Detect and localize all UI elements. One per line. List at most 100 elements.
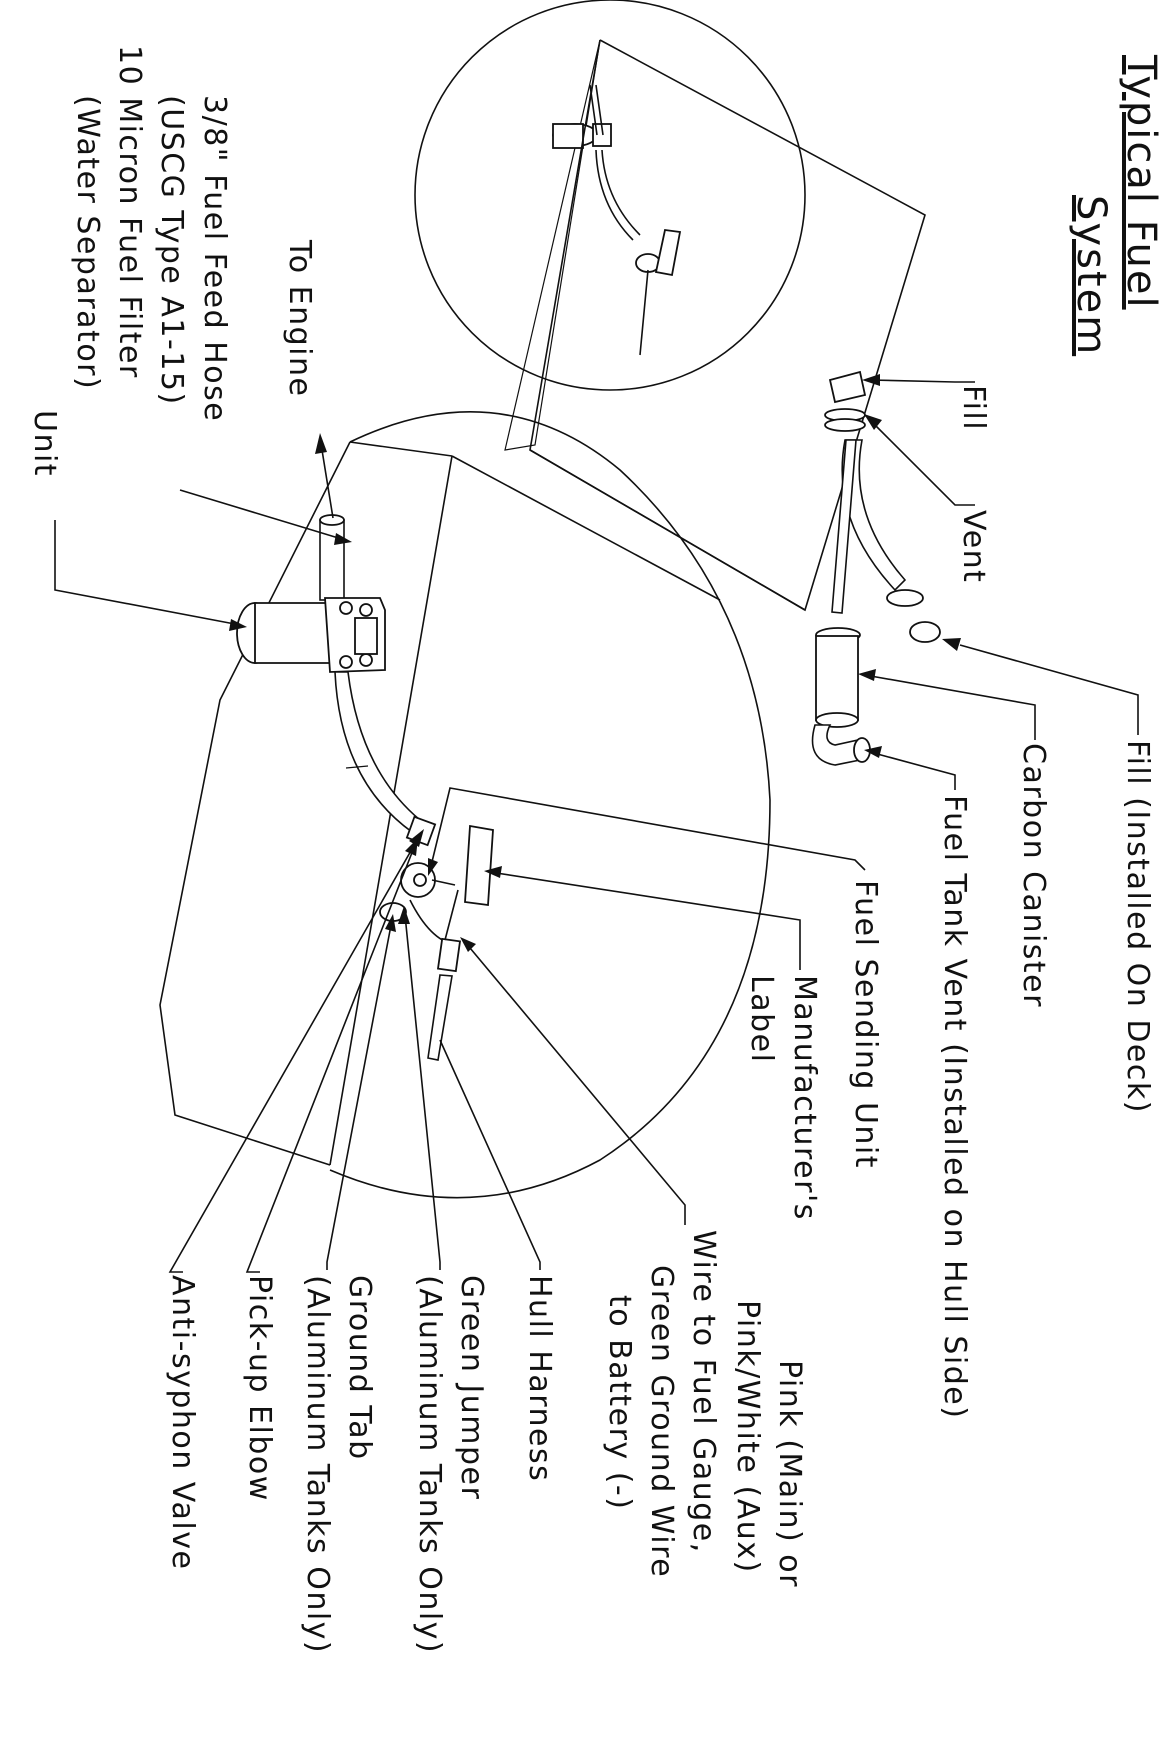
filter-bolt-2 [359,603,373,617]
label-carbon-canister: Carbon Canister [1016,743,1051,1008]
detail-tank-edge [504,39,601,451]
detail-filter-body [552,123,584,149]
arrow-fuel-tank-vent [864,746,882,758]
label-manufacturers-line-2: Label [744,975,779,1063]
label-hull-harness: Hull Harness [522,1275,557,1482]
upper-tank-outline [529,39,926,612]
label-wire-to-fuel-gauge: Wire to Fuel Gauge, [686,1230,721,1554]
sending-unit-wire [444,889,459,941]
main-tank-view [159,411,771,1199]
fuel-tank-vent-elbow [811,724,861,766]
vent-fitting-deck [909,621,941,643]
leader-fuel-tank-vent [869,751,956,790]
fill-hose [831,439,857,614]
leader-fuel-sending-unit [429,787,866,871]
detail-circle-outline [414,0,806,391]
filter-bolt-1 [339,601,353,615]
carbon-canister [815,635,859,721]
manufacturers-label-plate [464,824,494,907]
label-anti-syphon-valve: Anti-syphon Valve [165,1275,200,1570]
arrow-vent [864,414,882,430]
leader-anti-syphon-valve [168,834,421,1273]
fuel-feed-hose-top [319,519,345,601]
fill-clamp-2 [824,418,866,432]
leader-fill-top [869,379,975,383]
label-micron-filter: 10 Micron Fuel Filter [112,45,147,379]
harness-connector [436,937,462,973]
label-fill-top: Fill [956,385,991,431]
filter-bolt-3 [339,655,353,669]
main-view-circle-arc [329,411,771,1199]
leader-to-engine [321,449,334,519]
label-to-battery: to Battery (-) [602,1295,637,1510]
label-pink-main: Pink (Main) or [772,1360,807,1588]
leader-fuel-feed-hose [179,489,346,541]
detail-view-circle [414,0,806,451]
detail-hose-lower [595,149,641,241]
label-fuel-sending-unit: Fuel Sending Unit [848,880,883,1169]
arrow-manufacturers-label [484,866,502,878]
green-jumper-wire [409,899,456,946]
title-line-1: Typical Fuel [1118,54,1164,310]
canister-bottom [815,712,859,728]
label-green-ground-wire: Green Ground Wire [644,1265,679,1578]
filter-outlet-port [354,617,378,655]
leader-manufacturers-label [489,871,801,970]
label-aluminum-tanks-only-2: (Aluminum Tanks Only) [300,1275,335,1654]
fuel-feed-hose-lower [334,671,422,834]
leader-lines [54,374,1139,1273]
leader-pickup-elbow [245,844,416,1273]
fill-neck-cap [828,370,867,404]
label-pickup-elbow: Pick-up Elbow [242,1275,277,1502]
label-fill-deck: Fill (Installed On Deck) [1120,740,1155,1114]
fuel-filter-assembly [236,514,437,847]
arrow-to-engine [315,433,327,454]
label-green-jumper: Green Jumper [454,1275,489,1500]
arrow-micron-filter [229,619,247,631]
callout-labels: Fill Vent Fill (Installed On Deck) Carbo… [27,45,1155,1654]
leader-carbon-canister [864,674,1036,740]
label-pink-white-aux: Pink/White (Aux) [730,1300,765,1574]
arrow-fill-top [862,374,880,386]
leader-micron-filter [54,520,241,626]
label-unit: Unit [27,410,62,477]
sending-unit-stem [431,879,456,886]
arrow-green-jumper [398,906,410,924]
arrow-fill-deck [942,638,961,651]
arrow-wire-to-fuel-gauge [460,937,476,952]
leader-fill-deck [959,644,1139,735]
leader-vent [869,419,975,506]
detail-harness [639,269,649,356]
label-to-engine: To Engine [282,239,317,397]
upper-tank-bottom-edge [529,449,806,611]
fuel-filter-bowl [254,602,331,664]
main-tank-top-edge [349,441,453,457]
label-fuel-feed-hose: 3/8" Fuel Feed Hose [197,95,232,422]
label-aluminum-tanks-only-1: (Aluminum Tanks Only) [412,1275,447,1654]
label-vent: Vent [956,510,991,583]
arrow-fuel-feed-hose [334,533,352,545]
leader-ground-tab [326,919,393,1270]
hull-harness-cable [427,974,453,1061]
leader-hull-harness [439,1039,541,1270]
filter-bolt-4 [359,653,373,667]
main-tank-side-edge [451,455,721,601]
label-fuel-tank-vent: Fuel Tank Vent (Installed on Hull Side) [937,795,972,1419]
fill-vent-assembly [811,370,941,766]
label-ground-tab: Ground Tab [342,1275,377,1461]
title-line-2: System [1068,195,1114,356]
label-uscg-type: (USCG Type A1-15) [154,95,189,406]
vent-fitting-clamp [886,589,924,607]
arrow-fuel-sending-unit [428,858,438,876]
arrow-ground-tab [385,914,396,932]
sending-unit-center [413,873,427,887]
arrow-anti-syphon-valve [409,829,424,847]
arrow-carbon-canister [858,669,876,681]
detail-label-plate [654,228,682,277]
fuel-sending-unit-assembly [379,824,494,1061]
leader-wire-to-fuel-gauge [464,941,686,1225]
diagram-title: Typical Fuel System [1068,54,1164,356]
hose-seam [345,765,369,769]
leader-green-jumper [404,914,441,1270]
